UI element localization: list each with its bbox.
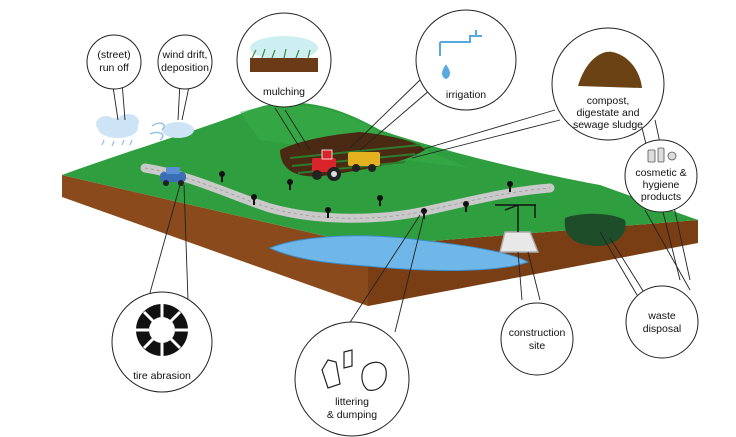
bubble-mulching: mulching (236, 12, 332, 108)
lake (268, 235, 530, 271)
landscape-block (62, 102, 698, 306)
irrigation-label: irrigation (446, 89, 486, 101)
construction-label-2: site (529, 340, 546, 352)
tire-icon (136, 304, 188, 356)
grass-surface (62, 102, 698, 246)
cosmetic-label-2: hygiene (643, 179, 680, 191)
littering-label-1: littering (335, 396, 369, 408)
cosmetic-label-3: products (641, 191, 681, 203)
bubble-compost: compost, digestate and sewage sludge (551, 27, 665, 141)
mulching-label: mulching (263, 86, 305, 98)
litter-bottles-icon (321, 349, 387, 391)
compost-heap-icon (578, 51, 642, 88)
car-icon (160, 167, 186, 186)
waste-label-1: waste (647, 310, 676, 322)
waste-label-2: disposal (643, 323, 682, 335)
construction-label-1: construction (509, 327, 566, 339)
compost-label-1: compost, (587, 95, 630, 107)
rain-cloud-icon (96, 114, 139, 147)
bubble-construction: construction site (500, 302, 574, 376)
cosmetic-label-1: cosmetic & (635, 167, 686, 179)
wind-drift-label-2: deposition (161, 62, 209, 74)
trailer-icon (348, 152, 380, 172)
littering-label-2: & dumping (327, 409, 377, 421)
road-edge (144, 167, 551, 219)
bubble-wind-drift: wind drift, deposition (157, 34, 213, 90)
bubble-irrigation: irrigation (415, 9, 517, 111)
water-tap-icon (439, 30, 482, 80)
bubble-tire-abrasion: tire abrasion (111, 291, 213, 393)
street-runoff-label-2: run off (99, 62, 129, 74)
bubble-cosmetic: cosmetic & hygiene products (624, 139, 698, 213)
tractor-icon (312, 149, 341, 181)
compost-label-3: sewage sludge (573, 119, 643, 131)
cosmetic-bottles-icon (647, 147, 677, 163)
soil-right-face (368, 220, 698, 306)
compost-label-2: digestate and (576, 107, 639, 119)
bubble-street-runoff: (street) run off (86, 34, 142, 90)
tire-abrasion-label: tire abrasion (133, 370, 191, 382)
bubble-waste: waste disposal (625, 285, 699, 359)
bubble-littering: littering & dumping (294, 321, 410, 437)
crane-icon (495, 204, 540, 253)
soil-front-face (62, 175, 368, 306)
wind-drift-label-1: wind drift, (162, 49, 208, 61)
wind-cloud-icon (149, 122, 194, 141)
mulch-field-icon (250, 36, 318, 72)
street-runoff-label-1: (street) (97, 49, 130, 61)
